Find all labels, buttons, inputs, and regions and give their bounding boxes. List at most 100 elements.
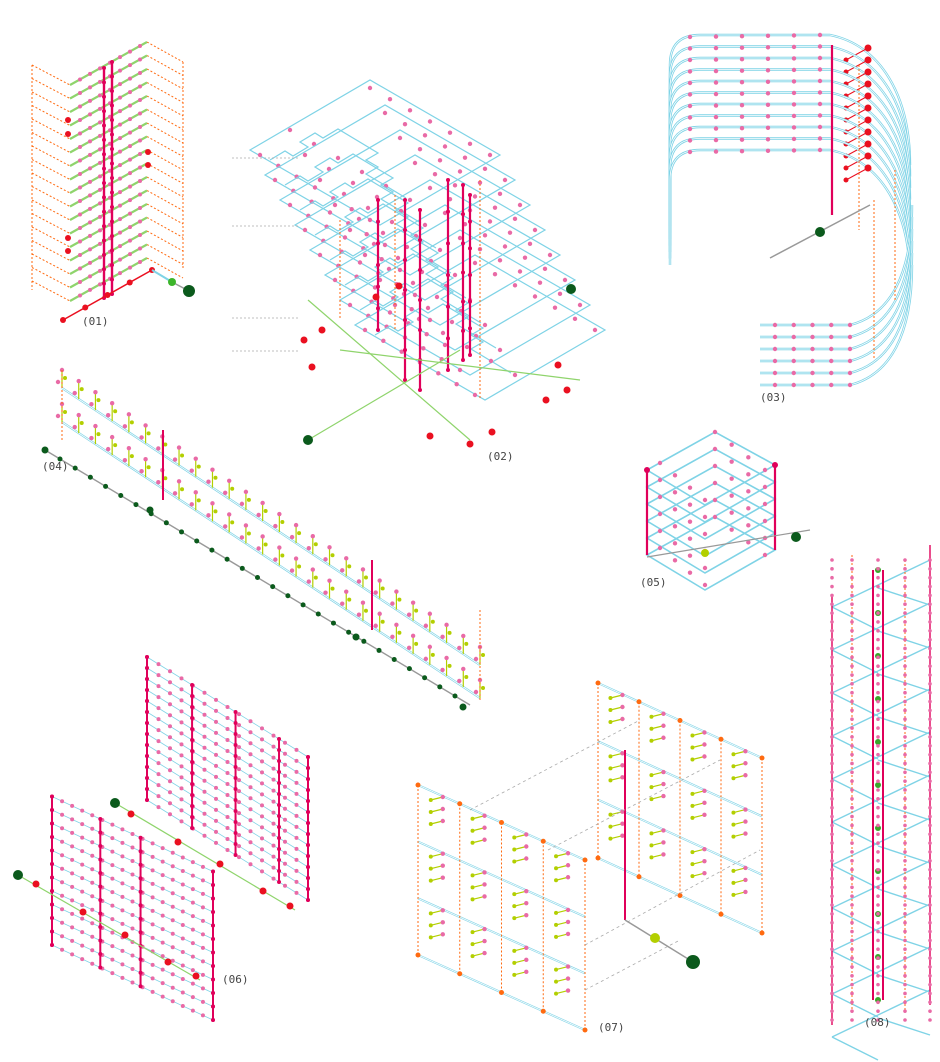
node: [128, 76, 132, 81]
spine-node: [418, 328, 422, 332]
node: [138, 125, 142, 129]
spine-node: [145, 710, 149, 714]
node: [170, 850, 175, 855]
spine-node: [461, 241, 465, 246]
node: [130, 953, 135, 958]
node: [713, 137, 719, 143]
node: [850, 770, 854, 775]
node: [461, 666, 466, 672]
dashed-link: [31, 132, 71, 153]
node: [739, 137, 745, 142]
node: [830, 664, 834, 668]
node: [179, 676, 184, 681]
link: [831, 584, 879, 608]
ring: [760, 228, 914, 351]
node: [928, 682, 932, 686]
spine-node: [102, 152, 106, 157]
node: [876, 797, 880, 801]
node: [202, 778, 207, 783]
node: [739, 114, 745, 119]
spine-node: [190, 771, 195, 775]
node: [129, 420, 134, 425]
node: [237, 811, 241, 816]
node: [540, 838, 546, 844]
spine-node: [233, 743, 238, 747]
node: [876, 620, 880, 624]
node: [200, 972, 205, 977]
node: [473, 656, 479, 662]
spine-node: [98, 938, 103, 943]
node: [830, 770, 834, 775]
node: [729, 510, 734, 515]
node: [903, 620, 907, 624]
node: [202, 767, 207, 772]
node: [88, 71, 92, 76]
node: [876, 805, 880, 810]
spine-node: [306, 865, 310, 869]
spine-node: [277, 880, 282, 884]
node: [850, 682, 854, 686]
node: [70, 898, 75, 903]
node: [772, 322, 778, 328]
node: [903, 973, 907, 978]
node: [876, 938, 880, 943]
node: [427, 611, 433, 616]
node: [60, 853, 65, 858]
router: [843, 165, 849, 171]
node: [903, 726, 907, 730]
node: [928, 567, 932, 571]
node: [120, 827, 125, 832]
node: [850, 850, 854, 854]
spine-node: [233, 842, 238, 846]
node: [122, 424, 128, 429]
spine-node: [98, 952, 103, 956]
node: [712, 446, 718, 452]
node: [248, 763, 253, 768]
node: [903, 690, 907, 695]
node: [739, 103, 745, 108]
spine-node: [306, 755, 310, 759]
node: [830, 611, 834, 615]
node: [344, 556, 349, 561]
node: [79, 387, 84, 392]
node: [78, 226, 82, 230]
link: [831, 842, 879, 866]
node: [649, 714, 654, 719]
node: [237, 756, 241, 761]
node: [367, 217, 373, 223]
node: [156, 794, 161, 799]
node: [850, 735, 854, 739]
node: [90, 867, 95, 872]
node: [202, 789, 207, 794]
router: [554, 361, 562, 369]
spine-node: [211, 1004, 215, 1009]
node: [876, 602, 880, 607]
node: [452, 183, 458, 188]
root-node: [183, 285, 195, 297]
node: [447, 663, 452, 668]
node: [791, 148, 797, 153]
spine-node: [461, 328, 465, 333]
node: [649, 855, 654, 860]
spine-node: [306, 854, 310, 858]
node: [163, 476, 168, 481]
node: [128, 63, 132, 68]
node: [347, 302, 353, 308]
node: [118, 136, 122, 141]
router: [488, 428, 496, 436]
node: [138, 233, 142, 237]
label-02: (02): [487, 450, 514, 463]
node: [608, 812, 613, 817]
node: [130, 899, 135, 904]
spine-node: [102, 252, 106, 257]
node: [323, 557, 328, 562]
router: [864, 44, 872, 52]
spine-node: [110, 74, 114, 79]
node: [702, 754, 707, 759]
node: [532, 294, 538, 299]
router: [82, 304, 89, 311]
node: [202, 800, 207, 805]
node: [294, 835, 299, 840]
spine-node: [403, 258, 407, 262]
node: [847, 322, 853, 328]
